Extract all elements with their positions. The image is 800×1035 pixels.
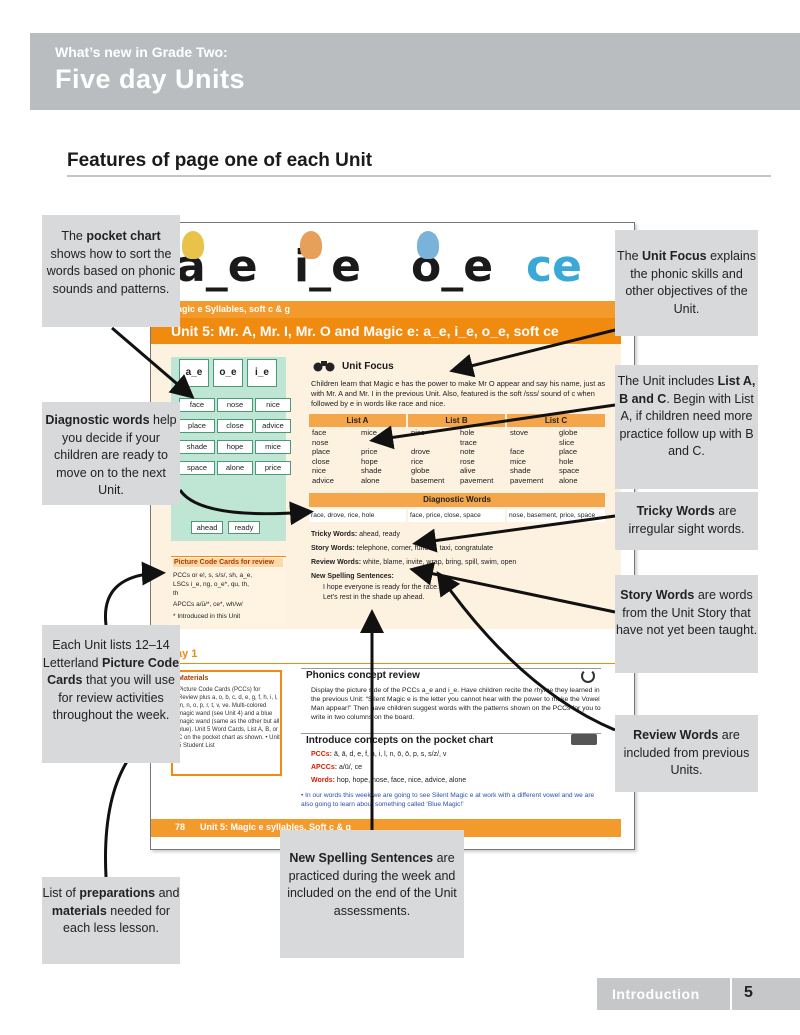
picture-code-a-e: a_e bbox=[176, 231, 258, 292]
unit-focus-text: Children learn that Magic e has the powe… bbox=[311, 379, 606, 408]
new-spelling-sentence: I hope everyone is ready for the race. bbox=[323, 584, 439, 591]
mr-a-figure-icon bbox=[182, 231, 204, 259]
mr-o-figure-icon bbox=[417, 231, 439, 259]
binoculars-icon bbox=[313, 361, 335, 372]
picture-code-ce: ce bbox=[526, 241, 582, 292]
section-title: Features of page one of each Unit bbox=[67, 150, 373, 171]
footer-section-label: Introduction bbox=[612, 986, 700, 1002]
callout-diagnostic-words: Diagnostic words help you decide if your… bbox=[42, 402, 180, 505]
callout-unit-focus: The Unit Focus explains the phonic skill… bbox=[615, 230, 758, 336]
diagnostic-words-header: Diagnostic Words bbox=[309, 493, 605, 507]
pcc-review-title: Picture Code Cards for review bbox=[173, 558, 283, 567]
apccs-line: APCCs: a/ū/, ce bbox=[311, 764, 362, 771]
chart-word: hope bbox=[217, 440, 253, 454]
review-words-line: Review Words: white, blame, invite, wrap… bbox=[311, 559, 517, 566]
callout-story-words: Story Words are words from the Unit Stor… bbox=[615, 575, 758, 673]
pcc-line: PCCs or e!, s, s/s/, sh, a_e, bbox=[173, 572, 253, 579]
list-c-header: List C bbox=[507, 414, 605, 427]
list-a-header: List A bbox=[309, 414, 406, 427]
day-rule bbox=[151, 663, 621, 664]
list-b-header: List B bbox=[408, 414, 505, 427]
day-title: ay 1 bbox=[176, 648, 198, 660]
pccs-line: PCCs: ā, ā, d, e, f, h, i, l, n, ō, ō, p… bbox=[311, 751, 447, 758]
picture-code-row: a_e i_e o_e ce bbox=[176, 231, 596, 301]
unit-strip-text: agic e Syllables, soft c & g bbox=[177, 304, 291, 314]
phonics-review-title: Phonics concept review bbox=[306, 670, 420, 681]
refresh-icon bbox=[581, 669, 595, 683]
unit-strip bbox=[151, 301, 621, 318]
chart-card-o-e: o_e bbox=[213, 359, 243, 387]
footer-page-band bbox=[732, 978, 800, 1010]
callout-picture-code-cards: Each Unit lists 12–14 Letterland Picture… bbox=[42, 625, 180, 763]
chart-card-i-e: i_e bbox=[247, 359, 277, 387]
callout-pocket-chart: The pocket chart shows how to sort the w… bbox=[42, 215, 180, 327]
sample-unit-page: a_e i_e o_e ce agic e Syllables, soft c … bbox=[150, 222, 635, 850]
callout-word-lists: The Unit includes List A, B and C. Begin… bbox=[615, 365, 758, 489]
materials-box bbox=[171, 670, 282, 776]
chart-word: alone bbox=[217, 461, 253, 475]
pcc-line: LSCs i_e, ng, o_e*, qu, th, bbox=[173, 581, 249, 588]
sample-page-number: 78 bbox=[175, 822, 186, 832]
diagnostic-cell: race, drove, rice, hole bbox=[309, 509, 406, 522]
story-words-line: Story Words: telephone, corner, furious,… bbox=[311, 545, 493, 552]
picture-code-i-e: i_e bbox=[294, 231, 361, 292]
diagnostic-cell: face, price, close, space bbox=[408, 509, 505, 522]
chart-word: close bbox=[217, 419, 253, 433]
tricky-words-line: Tricky Words: ahead, ready bbox=[311, 531, 400, 538]
chart-tricky-word: ahead bbox=[191, 521, 223, 534]
chart-tricky-word: ready bbox=[228, 521, 260, 534]
materials-title: Materials bbox=[178, 675, 209, 682]
pcc-line: APCCs a/ū/*, ce*, wh/w/ bbox=[173, 601, 243, 608]
chart-word: space bbox=[179, 461, 215, 475]
callout-new-spelling-sentences: New Spelling Sentences are practiced dur… bbox=[280, 830, 464, 958]
diagnostic-cell: nose, basement, price, space bbox=[507, 509, 605, 522]
pcc-review-box bbox=[171, 556, 286, 626]
mr-i-figure-icon bbox=[300, 231, 322, 259]
introduce-rule bbox=[301, 733, 601, 734]
sample-footer-band bbox=[151, 819, 621, 837]
chart-word: mice bbox=[255, 440, 291, 454]
materials-text: Picture Code Cards (PCCs) for Review plu… bbox=[178, 687, 280, 749]
chart-word: shade bbox=[179, 440, 215, 454]
unit-focus-title: Unit Focus bbox=[342, 361, 394, 372]
picture-code-o-e: o_e bbox=[411, 231, 493, 292]
new-spelling-sentence: Let’s rest in the shade up ahead. bbox=[323, 594, 425, 601]
concept-bullet: • In our words this week we are going to… bbox=[301, 792, 595, 808]
chart-card-a-e: a_e bbox=[179, 359, 209, 387]
sample-footer-text: Unit 5: Magic e syllables, Soft c & g bbox=[200, 822, 352, 832]
page-number: 5 bbox=[744, 984, 753, 1001]
chart-word: price bbox=[255, 461, 291, 475]
header-subtitle: What’s new in Grade Two: bbox=[55, 44, 228, 60]
section-rule bbox=[67, 175, 771, 177]
unit-title: Unit 5: Mr. A, Mr. I, Mr. O and Magic e:… bbox=[171, 323, 559, 339]
new-spelling-label: New Spelling Sentences: bbox=[311, 573, 394, 580]
header-title: Five day Units bbox=[55, 64, 246, 94]
chart-word: face bbox=[179, 398, 215, 412]
callout-preparations: List of preparations and materials neede… bbox=[42, 877, 180, 964]
pcc-line: th bbox=[173, 590, 179, 597]
phonics-review-text: Display the picture side of the PCCs a_e… bbox=[311, 687, 601, 721]
footer-intro-band bbox=[597, 978, 730, 1010]
pocket-chart-headers: a_e o_e i_e bbox=[179, 359, 279, 389]
chart-word: nose bbox=[217, 398, 253, 412]
chart-word: place bbox=[179, 419, 215, 433]
header-band bbox=[30, 33, 800, 110]
pocket-chart-icon bbox=[571, 734, 597, 745]
callout-review-words: Review Words are included from previous … bbox=[615, 715, 758, 792]
introduce-concepts-title: Introduce concepts on the pocket chart bbox=[306, 735, 494, 746]
phonics-rule bbox=[301, 668, 601, 669]
words-line: Words: hop, hope, nose, face, nice, advi… bbox=[311, 777, 467, 784]
pcc-line: * Introduced in this Unit bbox=[173, 613, 241, 620]
chart-word: nice bbox=[255, 398, 291, 412]
callout-tricky-words: Tricky Words are irregular sight words. bbox=[615, 492, 758, 550]
diagnostic-words-row: race, drove, rice, hole face, price, clo… bbox=[309, 509, 605, 522]
chart-word: advice bbox=[255, 419, 291, 433]
